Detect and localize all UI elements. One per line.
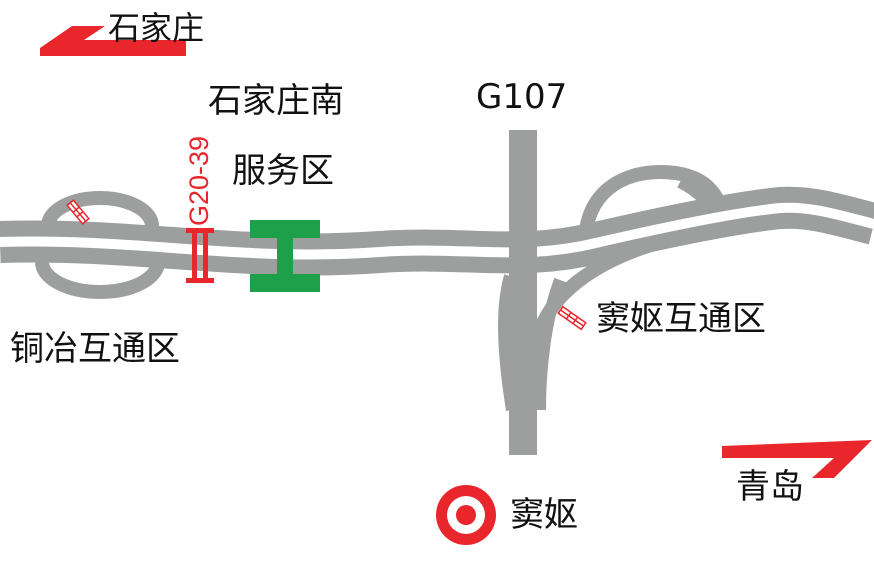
toll-station-icon	[186, 228, 214, 283]
direction-arrow-icon	[722, 440, 872, 478]
label-service-area: 服务区	[232, 151, 334, 191]
service-area-icon	[250, 220, 320, 292]
label-g107: G107	[476, 77, 568, 117]
label-douyu-town: 窦妪	[510, 495, 578, 535]
interchange-icon	[66, 199, 90, 225]
label-douyu-interchange: 窦妪互通区	[596, 299, 766, 339]
label-shijiazhuang: 石家庄	[108, 9, 205, 47]
interchange-icon	[557, 305, 587, 331]
label-qingdao: 青岛	[736, 467, 804, 507]
label-tongye-interchange: 铜冶互通区	[10, 329, 180, 369]
douyu-ramp-east	[534, 277, 566, 411]
town-target-icon	[436, 485, 496, 545]
douyu-ramp-west	[498, 274, 518, 411]
direction-arrow-icon	[40, 26, 186, 56]
label-shijiazhuang-south: 石家庄南	[208, 81, 344, 121]
label-toll-station-code: G20-39	[184, 135, 214, 226]
